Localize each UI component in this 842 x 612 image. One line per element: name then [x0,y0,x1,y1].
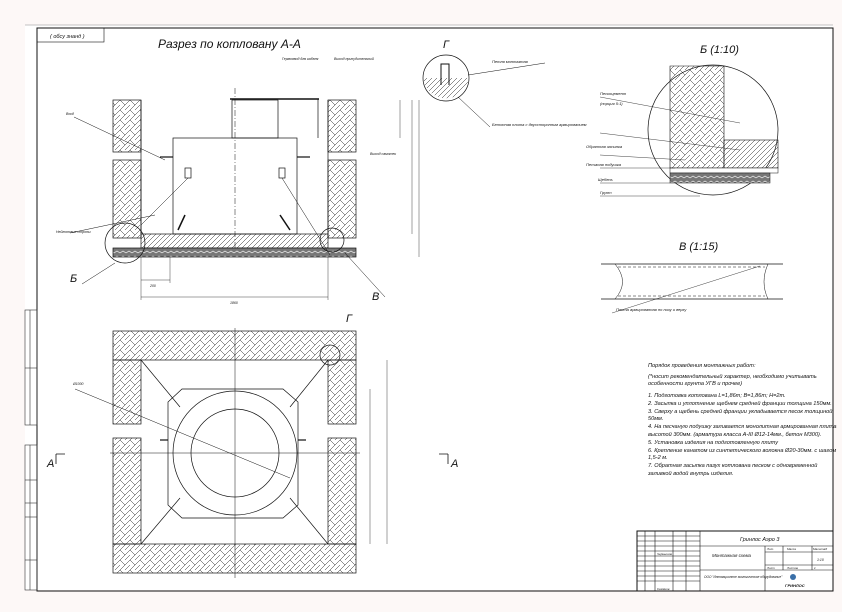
detail-v-title: В (1:15) [679,241,718,253]
detail-v: В (1:15) Плита армированная по низу и ве… [601,241,783,314]
plan-view [74,328,388,578]
label-slab-note: Плита армированная по низу и верху [616,307,687,312]
leader-lines [69,116,386,298]
doc-name: Монтажная схема [712,553,752,558]
section-marker-left: А [46,458,54,470]
label-cable-gland: Гермоввод для кабеля [282,57,319,61]
approver-name: Семёнов [657,587,670,591]
note-item: 6. Крепление канатом из синтетического в… [648,448,837,462]
side-stamp [24,309,38,591]
note-item: 7. Обратная засыпка пазух котлована песк… [648,463,818,477]
label-backfill: Обратная засыпка [586,144,623,149]
label-gravel: Щебень [598,177,613,182]
company-name: ООО "Инновационное экологическое оборудо… [704,575,783,579]
brand-logo-icon [790,574,796,580]
section-marker-right: А [450,458,458,470]
title-block [636,530,834,592]
notes-disclaimer: (*носит рекомендательный характер, необх… [648,374,817,388]
dim-diameter: Ø1000 [72,382,84,386]
label-sand-cushion: Песчаная подушка [586,162,622,167]
label-gravity-outlet: Выход самотек [370,152,396,156]
callout-v: В [372,291,379,303]
installation-notes: Порядок проведения монтажных работ: (*но… [648,363,838,479]
plan-labels: Ø1000 А А Г [46,313,458,470]
sheet-frame [25,24,834,592]
dim-edge: 200 [149,284,156,288]
label-inlet: Вход [66,112,74,116]
section-labels: Гермоввод для кабеля Выход принудительны… [56,57,396,305]
note-item: 2. Засыпка и уплотнение щебнем средней ф… [648,400,832,407]
detail-g-title: Г [443,39,450,51]
note-item: 1. Подготовка котлована L=1,86m; B=1,86m… [648,392,786,399]
section-arrows [55,453,449,464]
detail-g: Г Петля монтажная Бетонная плита с двухс… [422,39,587,128]
col-scale: Масштаб [813,547,827,551]
label-lifting-loop: Петля монтажная [492,59,529,64]
dim-width: 1860 [230,301,238,305]
corner-stamp-text: ( обсу знанд ) [50,34,85,40]
sheets-label: Листов [786,566,798,570]
section-title: Разрез по котловану А-А [158,37,301,51]
callout-b: Б [70,273,77,285]
section-view [104,88,420,300]
label-concrete-slab: Бетонная плита с двухсторонним армирован… [492,122,587,127]
corner-stamp: ( обсу знанд ) [36,27,105,43]
col-lit: Лит. [766,547,774,551]
scale-value: 1:10 [817,558,824,562]
note-item: 3. Сверху а щебень средней франции уклад… [648,409,833,423]
developer-name: Чернышов [657,552,672,556]
title-block-text: Гринлос Аэро 3 Монтажная схема Лит. Масс… [657,537,827,591]
notes-heading: Порядок проведения монтажных работ: [648,363,756,369]
brand-logo-text: ГРИНЛОС [785,583,805,588]
product-name: Гринлос Аэро 3 [740,537,780,543]
sheets-value: 1 [814,566,816,570]
label-slings: Нейлоновые стропы [56,230,91,234]
detail-b: Б (1:10) Пескоцемент (порция 5:1) Обратн… [586,44,779,197]
note-item: 4. На песчаную подушку заливается моноли… [648,424,837,438]
sheet-label: Лист [766,566,775,570]
detail-b-title: Б (1:10) [700,44,739,56]
label-soil: Грунт [600,190,612,195]
label-sand-cement: Пескоцемент [600,91,627,96]
callout-g: Г [346,313,353,325]
col-mass: Масса [787,547,796,551]
label-forced-outlet: Выход принудительный [334,57,374,61]
label-sand-cement-ratio: (порция 5:1) [600,101,623,106]
note-item: 5. Установка изделия на подготовленную п… [648,439,778,446]
